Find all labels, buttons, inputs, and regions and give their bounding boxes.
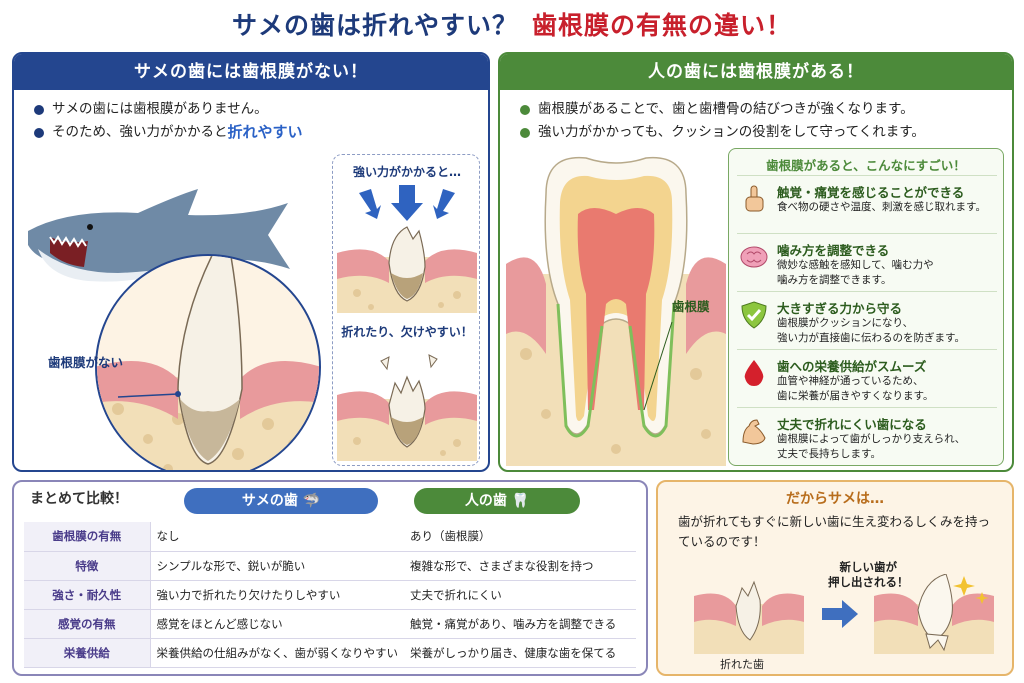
row-label: 強さ・耐久性 bbox=[24, 580, 151, 610]
bullet-dot-icon bbox=[34, 104, 44, 115]
human-cell: 触覚・痛覚があり、噛み方を調整できる bbox=[404, 609, 636, 639]
pointing-hand-icon bbox=[745, 185, 764, 212]
new-tooth-label: 新しい歯が押し出される！ bbox=[828, 560, 909, 589]
shark-cell: 強い力で折れたり欠けたりしやすい bbox=[150, 580, 404, 610]
human-cell: 複雑な形で、さまざまな役割を持つ bbox=[404, 551, 636, 581]
benefits-box: 歯根膜があると、こんなにすごい！ 触覚・痛覚を感じることができる 食べ物の硬さや… bbox=[728, 148, 1004, 466]
bullet-dot-icon bbox=[520, 127, 530, 138]
conclusion-title: だからサメは… bbox=[786, 491, 884, 507]
benefit-desc: 歯根膜によって歯がしっかり支えられ、丈夫で長持ちします。 bbox=[777, 433, 966, 460]
shark-cell: 感覚をほとんど感じない bbox=[150, 609, 404, 639]
periodontal-ligament-label: 歯根膜 bbox=[672, 299, 710, 314]
row-label: 栄養供給 bbox=[24, 638, 151, 668]
tooth-replacement-illustration bbox=[694, 574, 994, 654]
benefit-desc: 食べ物の硬さや温度、刺激を感じ取れます。 bbox=[777, 201, 986, 213]
shark-cell: シンプルな形で、鋭いが脆い bbox=[150, 551, 404, 581]
shark-bullet-text: サメの歯には歯根膜がありません。 bbox=[52, 101, 268, 117]
benefit-desc: 血管や神経が通っているため、歯に栄養が届きやすくなります。 bbox=[777, 375, 934, 402]
human-bullet: 強い力がかかっても、クッションの役割をして守ってくれます。 bbox=[520, 121, 925, 144]
human-cell: 丈夫で折れにくい bbox=[404, 580, 636, 610]
human-cell: 栄養がしっかり届き、健康な歯を保てる bbox=[404, 638, 636, 668]
broken-tooth-illustration bbox=[337, 354, 477, 461]
table-row: 感覚の有無感覚をほとんど感じない触覚・痛覚があり、噛み方を調整できる bbox=[24, 609, 636, 639]
benefit-title: 触覚・痛覚を感じることができる bbox=[777, 185, 965, 200]
human-cell: あり（歯根膜） bbox=[404, 522, 636, 552]
table-row: 強さ・耐久性強い力で折れたり欠けたりしやすい丈夫で折れにくい bbox=[24, 580, 636, 610]
benefits-title: 歯根膜があると、こんなにすごい！ bbox=[766, 158, 966, 173]
comparison-table: 歯根膜の有無なしあり（歯根膜） 特徴シンプルな形で、鋭いが脆い複雑な形で、さまざ… bbox=[24, 522, 636, 668]
benefit-item: 触覚・痛覚を感じることができる 食べ物の硬さや温度、刺激を感じ取れます。 bbox=[737, 175, 997, 233]
comparison-panel: まとめて比較！ サメの歯 🦈 人の歯 🦷 歯根膜の有無なしあり（歯根膜） 特徴シ… bbox=[12, 480, 648, 676]
benefit-desc: 微妙な感触を感知して、噛む力や噛み方を調整できます。 bbox=[777, 259, 934, 286]
human-column-header: 人の歯 🦷 bbox=[414, 488, 580, 514]
benefit-item: 歯への栄養供給がスムーズ 血管や神経が通っているため、歯に栄養が届きやすくなりま… bbox=[737, 349, 997, 407]
benefit-title: 噛み方を調整できる bbox=[777, 243, 890, 258]
break-label: 折れたり、欠けやすい！ bbox=[341, 325, 473, 339]
shark-bullet: そのため、強い力がかかると折れやすい bbox=[34, 121, 303, 144]
shark-tooth-illustration bbox=[28, 189, 321, 470]
no-membrane-label: 歯根膜がない bbox=[48, 355, 124, 370]
shark-highlight: 折れやすい bbox=[227, 123, 303, 141]
benefit-title: 丈夫で折れにくい歯になる bbox=[777, 417, 927, 432]
shark-bullet-text: そのため、強い力がかかると bbox=[52, 124, 228, 140]
human-panel: 人の歯には歯根膜がある！ 歯根膜があることで、歯と歯槽骨の結びつきが強くなります… bbox=[498, 52, 1014, 472]
shark-bullets: サメの歯には歯根膜がありません。 そのため、強い力がかかると折れやすい bbox=[34, 98, 303, 144]
comparison-title: まとめて比較！ bbox=[30, 491, 128, 507]
brain-icon bbox=[740, 246, 768, 268]
shark-bullet: サメの歯には歯根膜がありません。 bbox=[34, 98, 303, 121]
benefit-item: 噛み方を調整できる 微妙な感触を感知して、噛む力や噛み方を調整できます。 bbox=[737, 233, 997, 291]
benefit-title: 大きすぎる力から守る bbox=[777, 301, 903, 316]
shield-check-icon bbox=[741, 301, 767, 329]
benefit-title: 歯への栄養供給がスムーズ bbox=[777, 359, 927, 374]
shark-mini-icon: 🦈 bbox=[302, 493, 321, 509]
human-bullet: 歯根膜があることで、歯と歯槽骨の結びつきが強くなります。 bbox=[520, 98, 925, 121]
conclusion-text: 歯が折れてもすぐに新しい歯に生え変わるしくみを持っているのです！ bbox=[678, 514, 991, 549]
conclusion-panel: だからサメは… 歯が折れてもすぐに新しい歯に生え変わるしくみを持っているのです！… bbox=[656, 480, 1014, 676]
shark-panel-header: サメの歯には歯根膜がない！ bbox=[14, 54, 488, 90]
title-part1: サメの歯は折れやすい？ bbox=[231, 11, 518, 40]
flexed-arm-icon bbox=[742, 419, 766, 445]
table-row: 特徴シンプルな形で、鋭いが脆い複雑な形で、さまざまな役割を持つ bbox=[24, 551, 636, 581]
human-panel-header: 人の歯には歯根膜がある！ bbox=[500, 54, 1012, 90]
force-tooth-illustration bbox=[337, 185, 477, 313]
right-arrow-icon bbox=[822, 600, 858, 628]
human-bullet-text: 歯根膜があることで、歯と歯槽骨の結びつきが強くなります。 bbox=[538, 101, 914, 117]
tooth-mini-icon: 🦷 bbox=[511, 493, 530, 509]
human-bullet-text: 強い力がかかっても、クッションの役割をして守ってくれます。 bbox=[538, 124, 925, 140]
table-row: 歯根膜の有無なしあり（歯根膜） bbox=[24, 522, 636, 552]
human-tooth-cross-section bbox=[506, 156, 726, 466]
title-part2: 歯根膜の有無の違い！ bbox=[532, 11, 793, 40]
broken-tooth-label: 折れた歯 bbox=[720, 658, 764, 671]
shark-cell: 栄養供給の仕組みがなく、歯が弱くなりやすい bbox=[150, 638, 404, 668]
shark-panel: サメの歯には歯根膜がない！ サメの歯には歯根膜がありません。 そのため、強い力が… bbox=[12, 52, 490, 472]
benefit-item: 大きすぎる力から守る 歯根膜がクッションになり、強い力が直接歯に伝わるのを防ぎま… bbox=[737, 291, 997, 349]
row-label: 特徴 bbox=[24, 551, 151, 581]
row-label: 歯根膜の有無 bbox=[24, 522, 151, 552]
page-title: サメの歯は折れやすい？ 歯根膜の有無の違い！ bbox=[0, 6, 1024, 42]
row-label: 感覚の有無 bbox=[24, 609, 151, 639]
human-bullets: 歯根膜があることで、歯と歯槽骨の結びつきが強くなります。 強い力がかかっても、ク… bbox=[520, 98, 925, 144]
blood-drop-icon bbox=[744, 360, 764, 386]
benefit-desc: 歯根膜がクッションになり、強い力が直接歯に伝わるのを防ぎます。 bbox=[777, 317, 965, 344]
force-label: 強い力がかかると… bbox=[352, 165, 461, 179]
bullet-dot-icon bbox=[34, 127, 44, 138]
down-arrow-icon bbox=[359, 185, 455, 221]
bullet-dot-icon bbox=[520, 104, 530, 115]
table-row: 栄養供給栄養供給の仕組みがなく、歯が弱くなりやすい栄養がしっかり届き、健康な歯を… bbox=[24, 638, 636, 668]
shark-cell: なし bbox=[150, 522, 404, 552]
force-diagram-box: 強い力がかかると… 折れたり、欠けやすい！ bbox=[332, 154, 480, 466]
sparkle-icon bbox=[953, 576, 989, 604]
benefit-item: 丈夫で折れにくい歯になる 歯根膜によって歯がしっかり支えられ、丈夫で長持ちします… bbox=[737, 407, 997, 465]
shark-column-header: サメの歯 🦈 bbox=[184, 488, 378, 514]
